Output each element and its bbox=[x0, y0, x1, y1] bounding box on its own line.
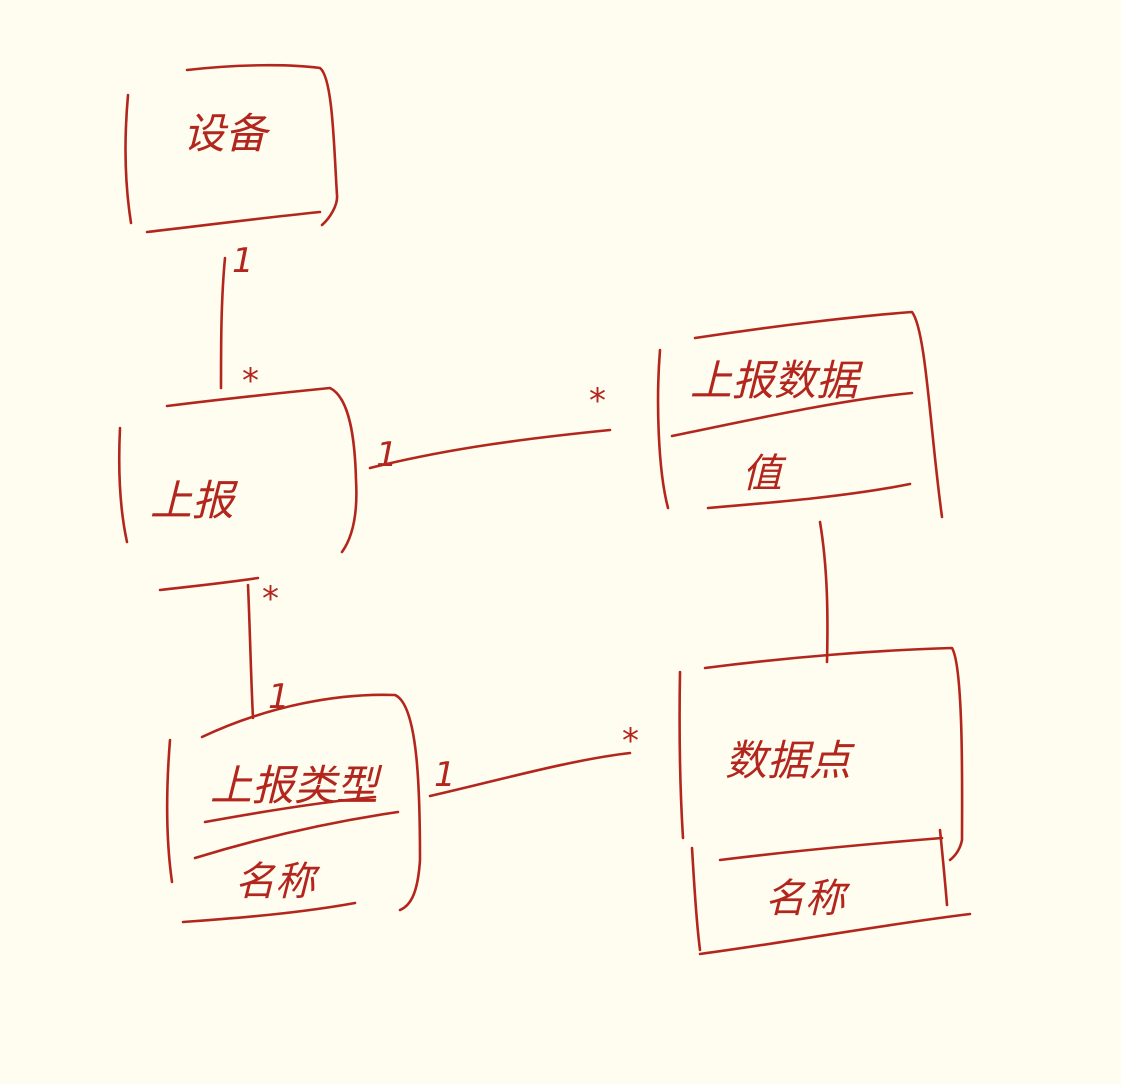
association-device-report[interactable]: 1 * bbox=[219, 241, 259, 401]
association-report-report-type-to-mult: 1 bbox=[268, 677, 290, 717]
class-report-type-bottom-edge bbox=[181, 901, 357, 924]
class-data-point-bottom-edge bbox=[698, 912, 972, 956]
class-report-data[interactable]: 上报数据 值 bbox=[656, 310, 944, 519]
class-report-type-box-outline bbox=[200, 693, 422, 912]
association-report-report-type-from-mult: * bbox=[262, 579, 279, 619]
association-report-report-data[interactable]: 1 * bbox=[368, 381, 612, 475]
association-report-type-data-point-to-mult: * bbox=[622, 721, 639, 761]
class-report-data-divider bbox=[670, 391, 914, 438]
class-report-box-outline bbox=[165, 386, 358, 554]
association-report-report-data-line bbox=[368, 428, 612, 470]
class-data-point-right-tick bbox=[938, 828, 949, 907]
class-report-data-attribute: 值 bbox=[742, 451, 787, 497]
class-report-data-box-outline bbox=[693, 310, 944, 519]
class-report-type[interactable]: 上报类型 名称 bbox=[165, 693, 422, 924]
class-device-bottom-edge bbox=[145, 210, 322, 234]
class-report-data-left-edge bbox=[656, 348, 670, 510]
association-report-type-data-point-from-mult: 1 bbox=[434, 755, 456, 795]
class-data-point-attribute: 名称 bbox=[765, 876, 851, 922]
class-report-type-attribute: 名称 bbox=[235, 859, 321, 905]
class-report-data-title: 上报数据 bbox=[690, 356, 864, 405]
link-report-data-data-point-line bbox=[818, 520, 829, 664]
association-report-type-data-point-line bbox=[428, 751, 632, 798]
class-data-point-left-edge bbox=[678, 670, 685, 840]
class-data-point-box-outline bbox=[703, 646, 964, 862]
class-device[interactable]: 设备 bbox=[124, 63, 339, 234]
class-report-type-divider bbox=[193, 810, 400, 860]
class-report[interactable]: 上报 bbox=[117, 386, 358, 592]
association-device-report-from-mult: 1 bbox=[232, 241, 254, 281]
link-report-data-data-point[interactable] bbox=[818, 520, 829, 664]
class-data-point-title: 数据点 bbox=[725, 736, 855, 785]
association-report-report-type-line bbox=[246, 583, 255, 720]
association-report-report-data-from-mult: 1 bbox=[376, 435, 398, 475]
class-report-left-edge bbox=[117, 426, 129, 544]
class-report-title: 上报 bbox=[150, 476, 239, 525]
class-data-point-divider bbox=[718, 836, 944, 862]
class-report-type-left-edge bbox=[165, 738, 174, 884]
class-device-title: 设备 bbox=[183, 109, 271, 158]
class-report-data-bottom-edge bbox=[706, 482, 912, 510]
association-device-report-line bbox=[219, 256, 227, 390]
class-device-left-edge bbox=[124, 93, 133, 225]
class-data-point[interactable]: 数据点 名称 bbox=[678, 646, 972, 956]
class-report-bottom-edge bbox=[158, 576, 260, 592]
association-report-type-data-point[interactable]: 1 * bbox=[428, 721, 639, 798]
class-report-type-underline bbox=[203, 795, 377, 824]
association-report-report-data-to-mult: * bbox=[589, 381, 606, 421]
association-device-report-to-mult: * bbox=[242, 361, 259, 401]
class-data-point-lower-left-edge bbox=[690, 846, 702, 952]
class-report-type-title: 上报类型 bbox=[210, 761, 383, 810]
association-report-report-type[interactable]: * 1 bbox=[246, 579, 290, 720]
class-device-box-outline bbox=[185, 63, 339, 227]
